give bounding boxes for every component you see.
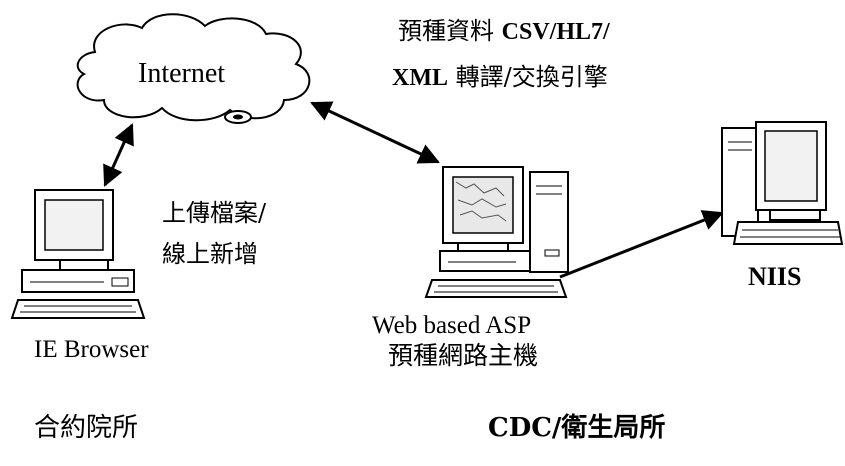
engine-annotation-line2: XML 轉譯/交換引擎 bbox=[392, 63, 608, 93]
engine-format-strong: CSV/HL7/ bbox=[501, 19, 610, 45]
server-computer-icon bbox=[424, 166, 569, 298]
internet-cloud-icon bbox=[76, 13, 311, 124]
client-group-label: 合約院所 bbox=[34, 413, 139, 443]
engine-xml-strong: XML bbox=[392, 65, 448, 91]
engine-annotation-line1: 預種資料 CSV/HL7/ bbox=[398, 17, 610, 47]
internet-label: Internet bbox=[138, 58, 226, 89]
server-label-line1: Web based ASP bbox=[372, 312, 532, 339]
niis-label: NIIS bbox=[748, 262, 802, 291]
server-group-label: CDC/衛生局所 bbox=[488, 413, 666, 443]
internet-server-link bbox=[310, 101, 440, 164]
server-niis-link bbox=[559, 210, 724, 279]
client-label: IE Browser bbox=[34, 336, 149, 363]
upload-annotation-line2: 線上新增 bbox=[162, 240, 258, 268]
server-label-line2: 預種網路主機 bbox=[388, 341, 539, 370]
niis-computer-icon bbox=[721, 121, 844, 245]
client-computer-icon bbox=[10, 189, 146, 319]
engine-prefix: 預種資料 bbox=[398, 17, 494, 45]
engine-suffix: 轉譯/交換引擎 bbox=[455, 63, 608, 91]
upload-annotation-line1: 上傳檔案/ bbox=[162, 199, 267, 227]
client-internet-link bbox=[103, 123, 134, 187]
